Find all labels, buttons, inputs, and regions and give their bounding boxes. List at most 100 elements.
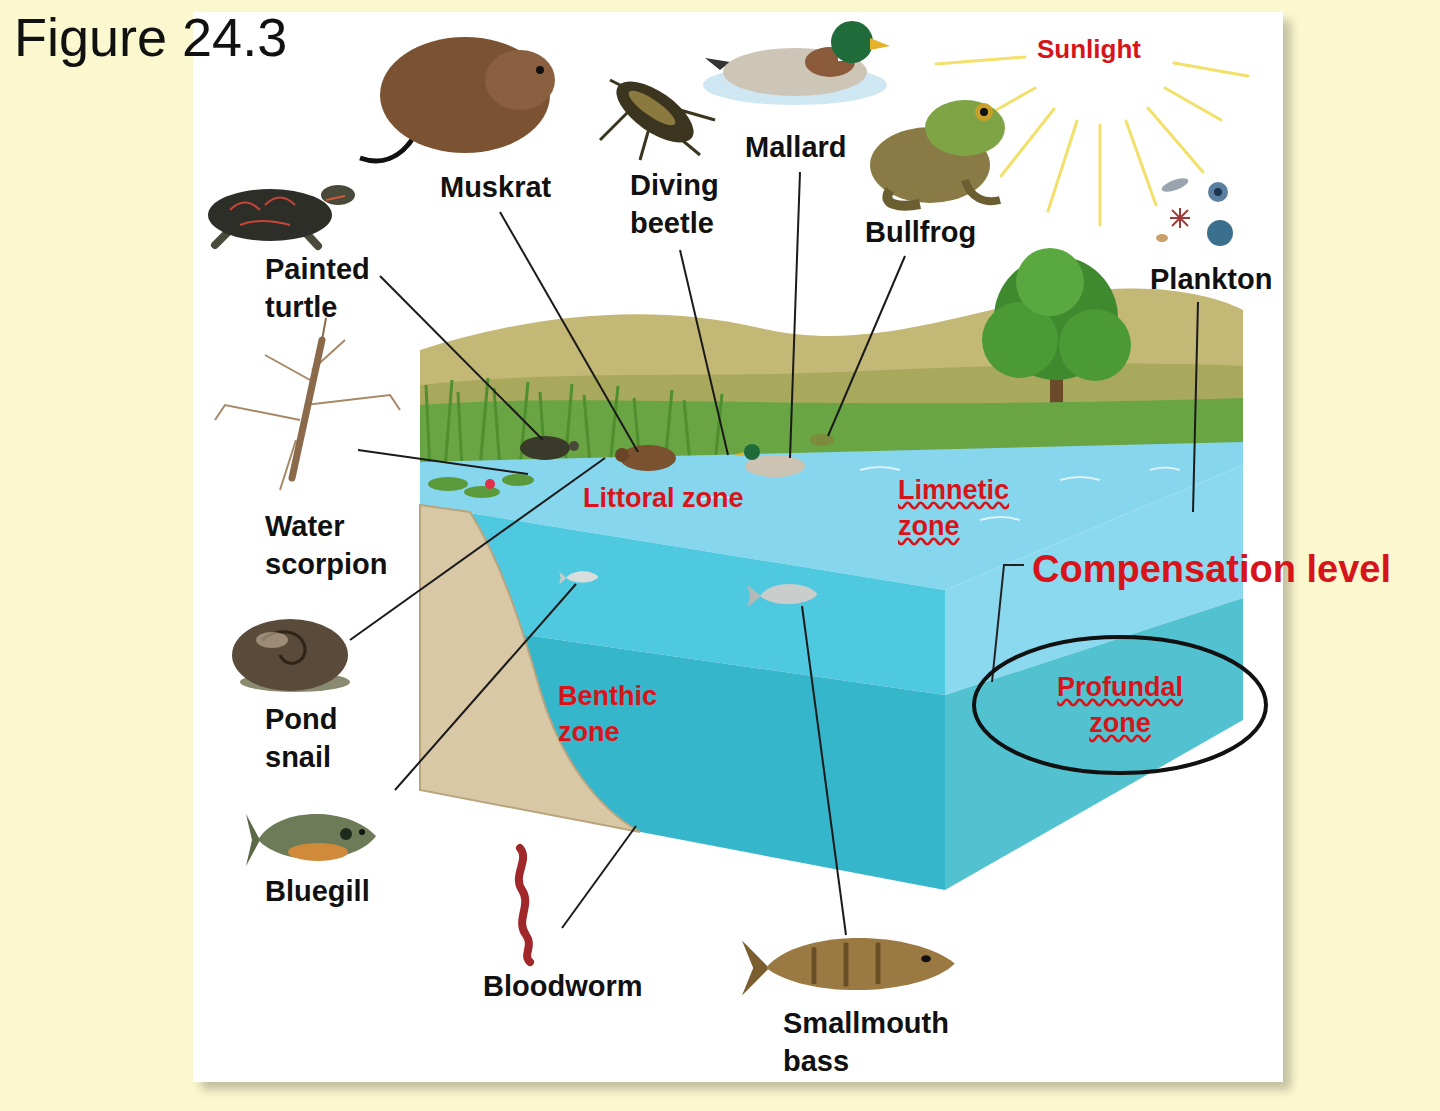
zone-label: Littoral zone [583,480,744,516]
diving-beetle-picture [600,70,715,160]
water-scorpion-picture [215,405,300,420]
painted-turtle-picture [230,203,260,211]
leader-lines [358,450,528,474]
scene-turtle [520,436,579,460]
plankton-picture [1208,182,1228,202]
animal-label: Water scorpion [265,507,387,583]
leader-lines [562,826,636,928]
figure-title: Figure 24.3 [14,6,287,68]
painted-turtle-picture [240,221,290,225]
scene-mallard [734,452,744,456]
scene-bass [748,585,762,607]
grass [426,385,430,470]
ellipse-outline [972,635,1268,775]
water-scorpion-picture [292,340,322,478]
mallard-picture [831,21,873,63]
scene-muskrat [620,445,676,471]
panel [193,12,1283,1082]
painted-turtle-picture [326,196,345,200]
sun-rays [1099,125,1102,225]
water-side-face [945,465,1243,890]
scene-mallard [744,444,760,460]
plankton-picture [1156,234,1168,242]
sun-rays [1001,109,1054,176]
diving-beetle-picture [600,110,630,140]
muskrat-picture [360,37,555,161]
diving-beetle-picture [607,70,704,154]
pond-snail-picture [232,619,348,691]
lily-pads [464,486,500,498]
pond-snail-picture [256,632,288,648]
pond-bank [420,505,640,832]
ellipse-outline [974,637,1266,773]
animal-label: Diving beetle [630,166,719,242]
leader-lines [1193,302,1198,512]
animal-label: Mallard [745,128,847,166]
bluegill-picture [288,843,348,861]
plankton-picture [1214,188,1222,196]
leader-lines [828,256,905,436]
scene-muskrat [615,448,629,462]
leader-lines [500,212,638,452]
scene-turtle [520,436,570,460]
hills [420,289,1243,472]
bullfrog-picture [975,103,993,121]
grass [445,380,452,470]
organism-label: Plankton [1150,260,1272,298]
smallmouth-bass-picture [766,938,955,990]
muskrat-picture [360,135,415,161]
sun-rays [1174,63,1248,76]
smallmouth-bass-picture [742,938,955,996]
plankton-picture [1156,176,1233,246]
smallmouth-bass-picture [921,955,931,962]
painted-turtle-picture [230,198,295,226]
plankton-picture [1207,220,1233,246]
scene-turtle [569,441,579,451]
leader-lines [350,458,605,640]
water-surface [1150,468,1180,471]
painted-turtle-picture [208,189,332,241]
water-scorpion-picture [305,395,400,410]
tree [1059,309,1131,381]
sun-rays [1048,121,1077,211]
sun-rays [1165,88,1221,120]
mallard-picture [870,38,890,50]
bluegill-picture [359,829,365,835]
lily-pads [428,474,534,498]
zone-label: Benthic zone [558,678,657,750]
water-scorpion-picture [215,340,400,490]
compensation-bracket [992,565,1024,682]
lily-pads [485,479,495,489]
grass [480,378,488,468]
pond-snail-picture [232,619,350,692]
animal-label: Bluegill [265,872,370,910]
grass [584,395,590,465]
water-side-face [945,598,1243,890]
level-label: Compensation level [1032,544,1391,594]
water-surface [860,467,900,470]
leader-lines [802,606,846,935]
animal-label: Bullfrog [865,213,976,251]
bullfrog-picture [925,100,1005,156]
bullfrog-picture [965,180,1000,201]
water-surface [1060,477,1100,480]
plankton-picture [1172,210,1188,226]
scene-bluegill [566,571,598,582]
grass [494,388,500,468]
sun-rays [1148,108,1203,172]
smallmouth-bass-picture [876,943,881,984]
painted-turtle-picture [208,185,355,246]
lily-pads [428,477,468,491]
muskrat-picture [536,66,544,74]
water-scorpion-picture [215,318,400,490]
animal-label: Muskrat [440,168,551,206]
pond-bank [420,505,640,832]
leader-lines [380,276,543,440]
hills [420,289,1243,472]
painted-turtle-picture [265,198,295,206]
painted-turtle-picture [321,185,355,205]
bullfrog-picture [870,100,1005,206]
scene-bass [748,584,818,607]
bullfrog-picture [980,108,988,116]
